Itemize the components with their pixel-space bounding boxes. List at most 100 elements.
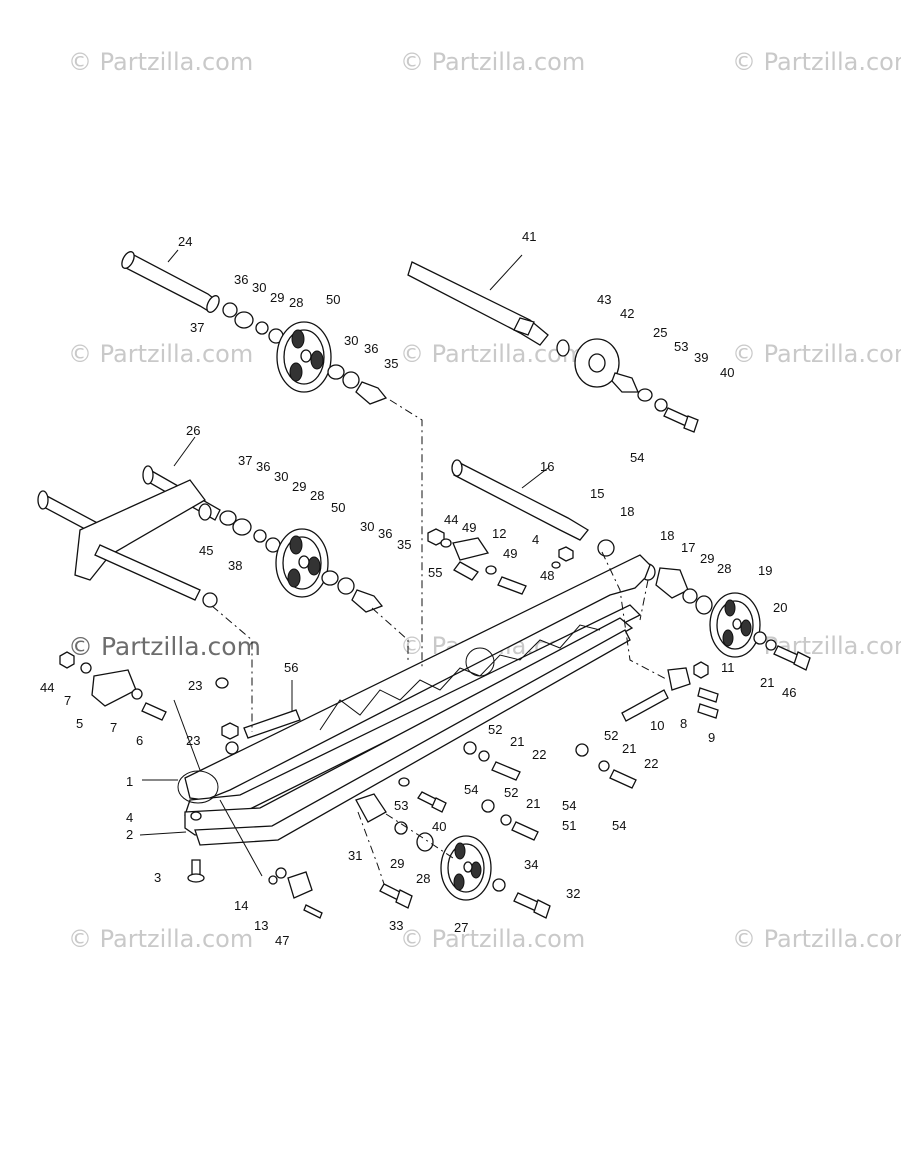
label-54: 54	[464, 782, 478, 797]
idler-wheel-50-mid	[275, 528, 329, 598]
label-21: 21	[510, 734, 524, 749]
bracket-31	[355, 793, 387, 823]
watermark: © Partzilla.com	[400, 925, 586, 953]
watermark: © Partzilla.com	[732, 925, 901, 953]
label-21: 21	[622, 741, 636, 756]
pivot-arm-26	[37, 465, 221, 601]
label-43: 43	[597, 292, 611, 307]
label-41: 41	[522, 229, 536, 244]
label-54: 54	[562, 798, 576, 813]
label-28: 28	[310, 488, 324, 503]
label-39: 39	[694, 350, 708, 365]
label-1: 1	[126, 774, 133, 789]
washers-20-21-bolt-46	[753, 631, 811, 671]
idler-wheel-50-upper	[276, 321, 332, 393]
hardware-8-9-10-11	[621, 661, 719, 722]
upper-axle-41	[407, 261, 549, 346]
washer-18-left	[597, 539, 615, 557]
label-29: 29	[700, 551, 714, 566]
label-17: 17	[681, 540, 695, 555]
leader-lines	[139, 249, 669, 885]
block-13-pin-47	[268, 867, 323, 919]
label-30: 30	[252, 280, 266, 295]
label-16: 16	[540, 459, 554, 474]
label-18: 18	[660, 528, 674, 543]
label-36: 36	[378, 526, 392, 541]
shaft-16	[451, 459, 589, 541]
washer-38	[202, 592, 218, 608]
washers-53-39	[637, 388, 668, 412]
label-15: 15	[590, 486, 604, 501]
part-labels: 24 36 30 29 28 50 37 30 36 35 41 43 42 2…	[40, 229, 796, 948]
washer-34-bolt-32	[492, 878, 551, 919]
label-38: 38	[228, 558, 242, 573]
label-8: 8	[680, 716, 687, 731]
label-7: 7	[64, 693, 71, 708]
hardware-4-right	[551, 546, 574, 569]
bearing-43	[556, 339, 570, 357]
label-42: 42	[620, 306, 634, 321]
label-3: 3	[154, 870, 161, 885]
label-31: 31	[348, 848, 362, 863]
slide-rail	[177, 554, 651, 846]
label-11: 11	[721, 660, 735, 675]
label-44: 44	[444, 512, 458, 527]
label-6: 6	[136, 733, 143, 748]
label-21: 21	[760, 675, 774, 690]
spacers-mid-right	[321, 570, 384, 613]
label-40: 40	[720, 365, 734, 380]
label-27: 27	[454, 920, 468, 935]
label-51: 51	[562, 818, 576, 833]
label-37: 37	[190, 320, 204, 335]
label-49: 49	[462, 520, 476, 535]
label-25: 25	[653, 325, 667, 340]
label-50: 50	[326, 292, 340, 307]
label-18: 18	[620, 504, 634, 519]
label-52: 52	[604, 728, 618, 743]
label-30: 30	[274, 469, 288, 484]
label-22: 22	[532, 747, 546, 762]
label-14: 14	[234, 898, 248, 913]
label-33: 33	[389, 918, 403, 933]
label-36: 36	[364, 341, 378, 356]
label-4: 4	[126, 810, 133, 825]
watermark: © Partzilla.com	[732, 340, 901, 368]
watermark: © Partzilla.com	[68, 340, 254, 368]
hardware-52-21-22-mid	[463, 741, 539, 841]
label-4: 4	[532, 532, 539, 547]
spacers-upper-left	[222, 302, 284, 344]
label-52: 52	[504, 785, 518, 800]
idler-wheel-27	[440, 835, 492, 901]
hardware-44-49	[427, 528, 527, 595]
label-55: 55	[428, 565, 442, 580]
label-21: 21	[526, 796, 540, 811]
label-30: 30	[360, 519, 374, 534]
label-7: 7	[110, 720, 117, 735]
label-12: 12	[492, 526, 506, 541]
bolt-40-upper	[663, 407, 699, 433]
label-29: 29	[270, 290, 284, 305]
label-23: 23	[188, 678, 202, 693]
label-45: 45	[199, 543, 213, 558]
label-20: 20	[773, 600, 787, 615]
spacers-upper-right	[327, 364, 388, 405]
label-49: 49	[503, 546, 517, 561]
label-2: 2	[126, 827, 133, 842]
label-53: 53	[674, 339, 688, 354]
label-29: 29	[390, 856, 404, 871]
idler-wheel-42	[574, 338, 620, 388]
label-53: 53	[394, 798, 408, 813]
label-9: 9	[708, 730, 715, 745]
upper-shaft-24	[121, 251, 220, 313]
label-5: 5	[76, 716, 83, 731]
label-35: 35	[397, 537, 411, 552]
label-35: 35	[384, 356, 398, 371]
label-24: 24	[178, 234, 192, 249]
watermark: © Partzilla.com	[68, 925, 254, 953]
label-40: 40	[432, 819, 446, 834]
watermark: © Partzilla.com	[68, 632, 261, 661]
front-hardware-3-4	[187, 811, 205, 883]
label-52: 52	[488, 722, 502, 737]
